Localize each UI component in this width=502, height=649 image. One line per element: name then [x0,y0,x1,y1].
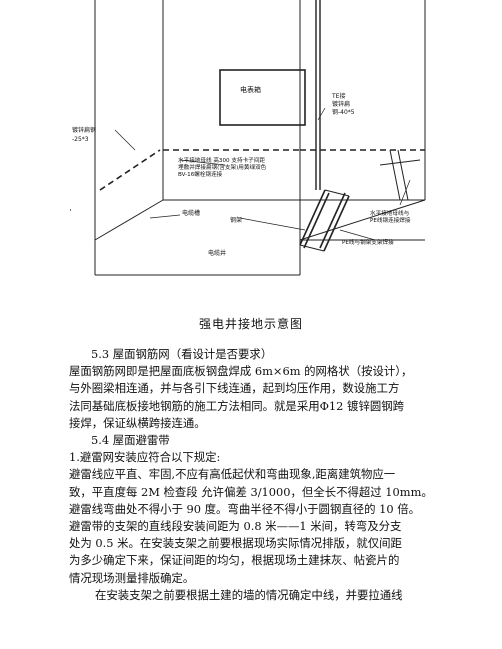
paragraph-line: 避雷带的支架的直线段安装间距为 0.8 米——1 米间，转弯及分支 [69,519,402,534]
label-galv-flat-steel-1: 镀锌扁钢 [72,126,96,134]
section-heading: 5.3 屋面钢筋网（看设计是否要求） [91,347,273,361]
paragraph-line: 避雷线弯曲处不得小于 90 度。弯曲半径不得小于圆钢直径的 10 倍。 [69,501,421,516]
label-grounding-steel-mid: 镀锌扁 [332,100,350,108]
paragraph-line: 与外圈梁相连通，并与各引下线连通，起到均压作用，数设施工方 [69,381,400,396]
label-steel-support: 钢架 [230,216,242,224]
section-heading: 5.4 屋面避雷带 [91,433,170,448]
label-right-note-2: PE线钢连接焊接 [370,216,411,224]
label-grounding-steel-top: TE接 [331,92,345,100]
paragraph-line: 处为 0.5 米。在安装支架之前要根据现场实际情况排版，就仅间距 [69,536,402,551]
label-right-note-1: 水平接地母线与 [370,209,409,217]
paragraph-line: 屋面钢筋网即是把屋面底板钢盘焊成 6m×6m 的网格状（按设计）， [69,364,413,379]
label-shaft: 电缆井 [208,249,226,257]
paragraph-line: 法同基础底板接地钢筋的施工方法相同。就是采用Φ12 镀锌圆钢跨 [69,398,405,413]
paragraph-line: 1.避雷网安装应符合以下规定: [69,450,221,465]
paragraph-line: 致，平直度每 2M 检查段 允许偏差 3/1000，但全长不得超过 10mm。 [69,484,433,499]
label-bottom-note: PE线与钢架支架焊接 [342,238,394,246]
paragraph-line: 情况现场测量排版确定。 [69,570,195,585]
paragraph-line: 在安装支架之前要根据土建的墙的情况确定中线，并要拉通线 [95,587,403,602]
label-grounding-steel-spec: 钢-40*5 [332,108,355,116]
label-trunking: 电缆槽 [182,209,200,217]
figure-caption: 强电井接地示意图 [198,317,303,331]
body-text: 5.3 屋面钢筋网（看设计是否要求） 屋面钢筋网即是把屋面底板钢盘焊成 6m×6… [69,346,439,604]
label-note-line-1: 水平接地母线 高300 支持卡子间距 [178,156,265,164]
electrical-shaft-grounding-diagram: 电表箱 TE接 镀锌扁 钢-40*5 镀锌扁钢 -25*3 水平接地母线 高30… [70,0,426,276]
paragraph-line: 避雷线应平直、牢固,不应有高低起伏和弯曲现象,距离建筑物应一 [69,467,396,482]
label-note-line-2: 埋敷并焊接扁钢(含支架)用黄绿双色 [178,163,267,171]
label-note-line-3: BV-16螺栓钢连接 [178,170,223,178]
label-galv-flat-steel-2: -25*3 [72,136,89,143]
paragraph-line: 接焊，保证纵横跨接连通。 [69,415,206,430]
paragraph-line: 为多少确定下来，保证间距的均匀，根据现场土建抹灰、帖瓷片的 [69,553,400,568]
label-meter-box: 电表箱 [240,85,261,94]
